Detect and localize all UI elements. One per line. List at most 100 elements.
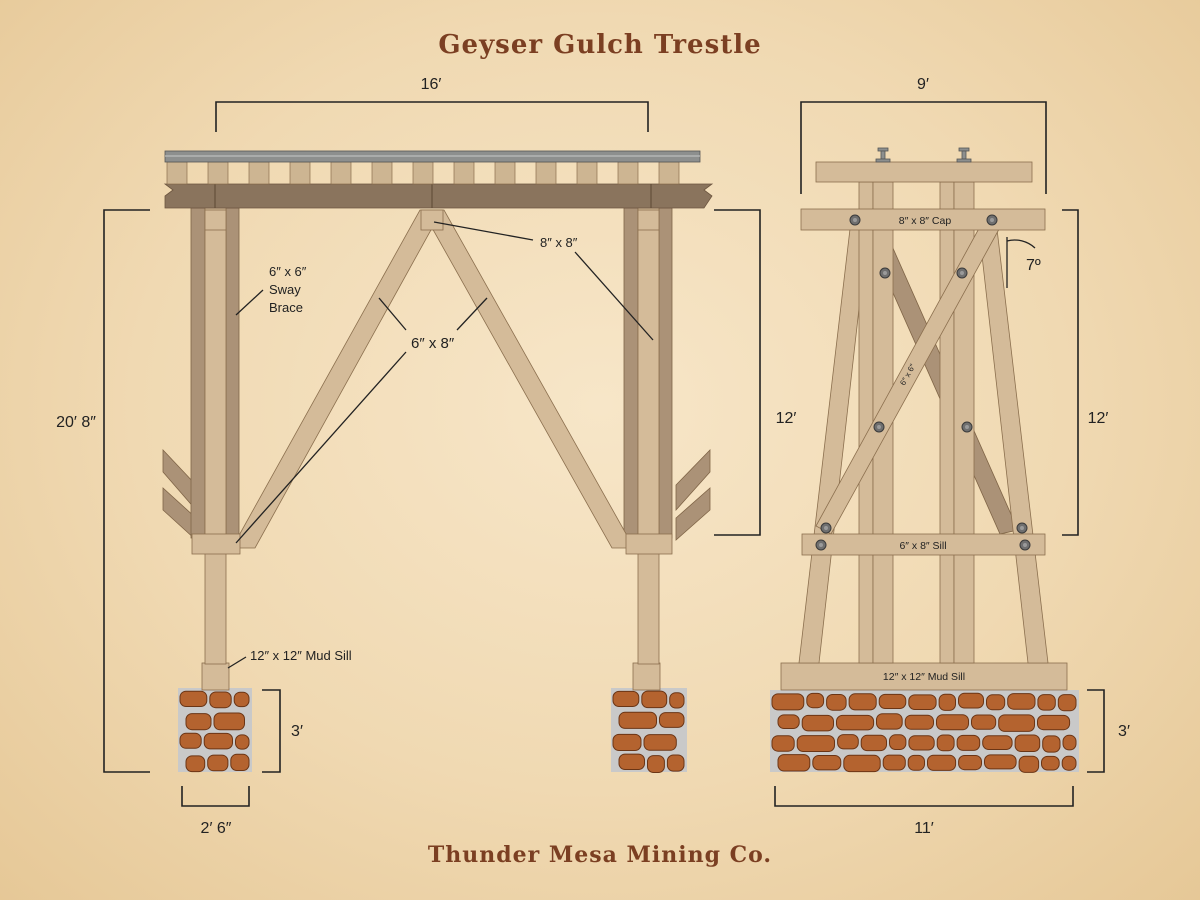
stone bbox=[1061, 755, 1077, 771]
stone bbox=[908, 735, 935, 751]
dim-end-footing-width: 11′ bbox=[914, 820, 934, 837]
stone bbox=[936, 734, 955, 752]
stone bbox=[771, 693, 805, 711]
side-rear-post-left bbox=[190, 207, 206, 539]
side-sill-right bbox=[625, 533, 673, 555]
stone bbox=[843, 754, 881, 773]
stone bbox=[796, 735, 836, 752]
stone bbox=[230, 753, 250, 771]
stone bbox=[666, 754, 685, 772]
end-rail-right bbox=[956, 147, 972, 163]
stone bbox=[1042, 735, 1061, 753]
stone bbox=[938, 693, 956, 711]
side-piling-right bbox=[637, 547, 660, 665]
stone bbox=[936, 714, 969, 731]
stone bbox=[956, 734, 981, 751]
side-post-right bbox=[637, 207, 660, 549]
side-post-left bbox=[204, 207, 227, 549]
post-size-label: 8″ x 8″ bbox=[540, 235, 578, 250]
stone bbox=[826, 694, 847, 711]
stone bbox=[878, 693, 907, 710]
stone bbox=[958, 692, 984, 709]
stone bbox=[209, 691, 232, 709]
sway-brace-label-1: 6″ x 6″ bbox=[269, 264, 307, 279]
stone bbox=[927, 754, 957, 771]
dim-end-footing-height: 3′ bbox=[1118, 723, 1130, 740]
stone bbox=[643, 734, 677, 751]
end-sill bbox=[801, 533, 1046, 556]
stone bbox=[612, 690, 640, 708]
tie bbox=[207, 161, 229, 185]
dim-footing-width: 2′ 6″ bbox=[201, 820, 232, 837]
side-brace-right bbox=[421, 209, 635, 549]
end-cap-label: 8″ x 8″ Cap bbox=[899, 215, 952, 227]
stone bbox=[203, 732, 233, 750]
sway-brace-label-2: Sway bbox=[269, 282, 301, 297]
stone bbox=[179, 690, 208, 708]
stone bbox=[1007, 693, 1036, 710]
end-bolts bbox=[815, 214, 1031, 551]
stone bbox=[179, 732, 202, 749]
end-dimensions: 9′ 12′ 3′ 11′ bbox=[774, 76, 1130, 837]
side-mud-sill-right bbox=[632, 662, 661, 691]
stone bbox=[889, 734, 907, 750]
tie bbox=[658, 161, 680, 185]
end-batter-post-right bbox=[978, 228, 1049, 664]
stone bbox=[876, 713, 903, 730]
brace-size-label: 6″ x 8″ bbox=[411, 335, 455, 352]
side-footing-left bbox=[178, 688, 252, 773]
stone bbox=[612, 733, 642, 752]
side-mud-sill-left bbox=[201, 662, 230, 691]
stone bbox=[848, 693, 877, 711]
side-brace-block bbox=[420, 209, 444, 231]
end-footing bbox=[770, 690, 1079, 773]
side-far-brace-right-2 bbox=[675, 487, 711, 541]
stone bbox=[1057, 694, 1077, 712]
end-sill-label: 6″ x 8″ Sill bbox=[899, 540, 946, 552]
side-dimensions: 16′ 20′ 8″ 12′ 3′ 2′ 6″ 6″ x 6″ Sway Bra… bbox=[56, 76, 796, 837]
tie bbox=[166, 161, 188, 185]
stone bbox=[659, 712, 685, 728]
side-post-cap-right bbox=[637, 209, 660, 231]
dim-footing-height: 3′ bbox=[291, 723, 303, 740]
stone bbox=[860, 734, 888, 752]
stone bbox=[998, 714, 1036, 732]
dim-top-width: 9′ bbox=[917, 76, 929, 93]
stone bbox=[986, 694, 1006, 711]
sway-brace-label-3: Brace bbox=[269, 300, 303, 315]
side-stringer bbox=[163, 183, 714, 209]
stone bbox=[806, 692, 825, 709]
end-mud-sill-label: 12″ x 12″ Mud Sill bbox=[883, 671, 965, 683]
side-sill-left bbox=[191, 533, 241, 555]
side-brace-left bbox=[231, 209, 443, 549]
dim-bent-height: 12′ bbox=[776, 410, 797, 427]
company-footer: Thunder Mesa Mining Co. bbox=[428, 842, 772, 868]
stone bbox=[1062, 734, 1077, 751]
stone bbox=[235, 734, 250, 750]
stone bbox=[771, 735, 795, 752]
stone bbox=[777, 714, 800, 730]
tie bbox=[371, 161, 393, 185]
stone bbox=[1037, 714, 1071, 731]
stone bbox=[1037, 694, 1056, 711]
dim-end-bent-height: 12′ bbox=[1088, 410, 1109, 427]
side-rear-post-right bbox=[623, 207, 639, 539]
stone bbox=[837, 734, 859, 750]
tie bbox=[330, 161, 352, 185]
tie bbox=[535, 161, 557, 185]
stone bbox=[1041, 755, 1060, 771]
stone bbox=[1014, 734, 1041, 752]
stone bbox=[882, 754, 906, 771]
tie bbox=[412, 161, 434, 185]
end-post-1 bbox=[858, 181, 874, 664]
side-far-brace-right bbox=[675, 449, 711, 512]
end-batter-post-left bbox=[798, 228, 869, 664]
stone bbox=[1018, 755, 1040, 773]
stone bbox=[982, 735, 1013, 750]
end-rail-left bbox=[875, 147, 891, 163]
stone bbox=[641, 690, 668, 709]
stone bbox=[777, 754, 811, 772]
tie bbox=[494, 161, 516, 185]
end-tie bbox=[815, 161, 1033, 183]
stone bbox=[958, 755, 982, 771]
